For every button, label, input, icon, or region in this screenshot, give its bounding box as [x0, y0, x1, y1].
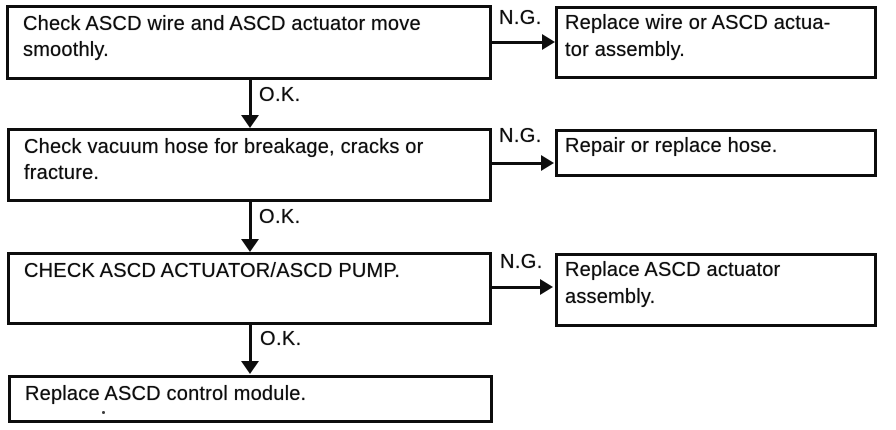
ok-arrow-2-line — [249, 202, 252, 240]
ng-arrow-1-line — [490, 41, 543, 44]
ok-arrow-2-arrowhead-icon — [241, 239, 259, 252]
ng-action-box-1: Replace wire or ASCD actua- tor assembly… — [555, 6, 877, 79]
ng-arrow-2-arrowhead-icon — [541, 155, 554, 171]
ok-label-2: O.K. — [259, 206, 301, 228]
ng-label-3: N.G. — [500, 251, 543, 273]
ok-arrow-1-line — [249, 80, 252, 117]
scan-artifact-dot — [102, 411, 105, 414]
ng-action-box-3: Replace ASCD actuator assembly. — [555, 253, 877, 327]
ok-arrow-3-line — [249, 325, 252, 362]
ng-action-box-2: Repair or replace hose. — [555, 129, 877, 177]
ng-arrow-2-line — [492, 162, 542, 165]
ng-arrow-1-arrowhead-icon — [542, 34, 555, 50]
ok-arrow-1-arrowhead-icon — [241, 115, 259, 128]
ng-arrow-3-arrowhead-icon — [540, 279, 553, 295]
check-box-3: CHECK ASCD ACTUATOR/ASCD PUMP. — [7, 252, 492, 325]
check-box-2: Check vacuum hose for breakage, cracks o… — [7, 128, 492, 202]
ng-arrow-3-line — [492, 286, 542, 289]
ok-label-1: O.K. — [259, 84, 301, 106]
ng-label-1: N.G. — [499, 7, 542, 29]
final-action-box: Replace ASCD control module. — [8, 375, 493, 423]
ok-arrow-3-arrowhead-icon — [241, 361, 259, 374]
ok-label-3: O.K. — [260, 328, 302, 350]
ng-label-2: N.G. — [499, 125, 542, 147]
check-box-1: Check ASCD wire and ASCD actuator move s… — [6, 5, 492, 80]
